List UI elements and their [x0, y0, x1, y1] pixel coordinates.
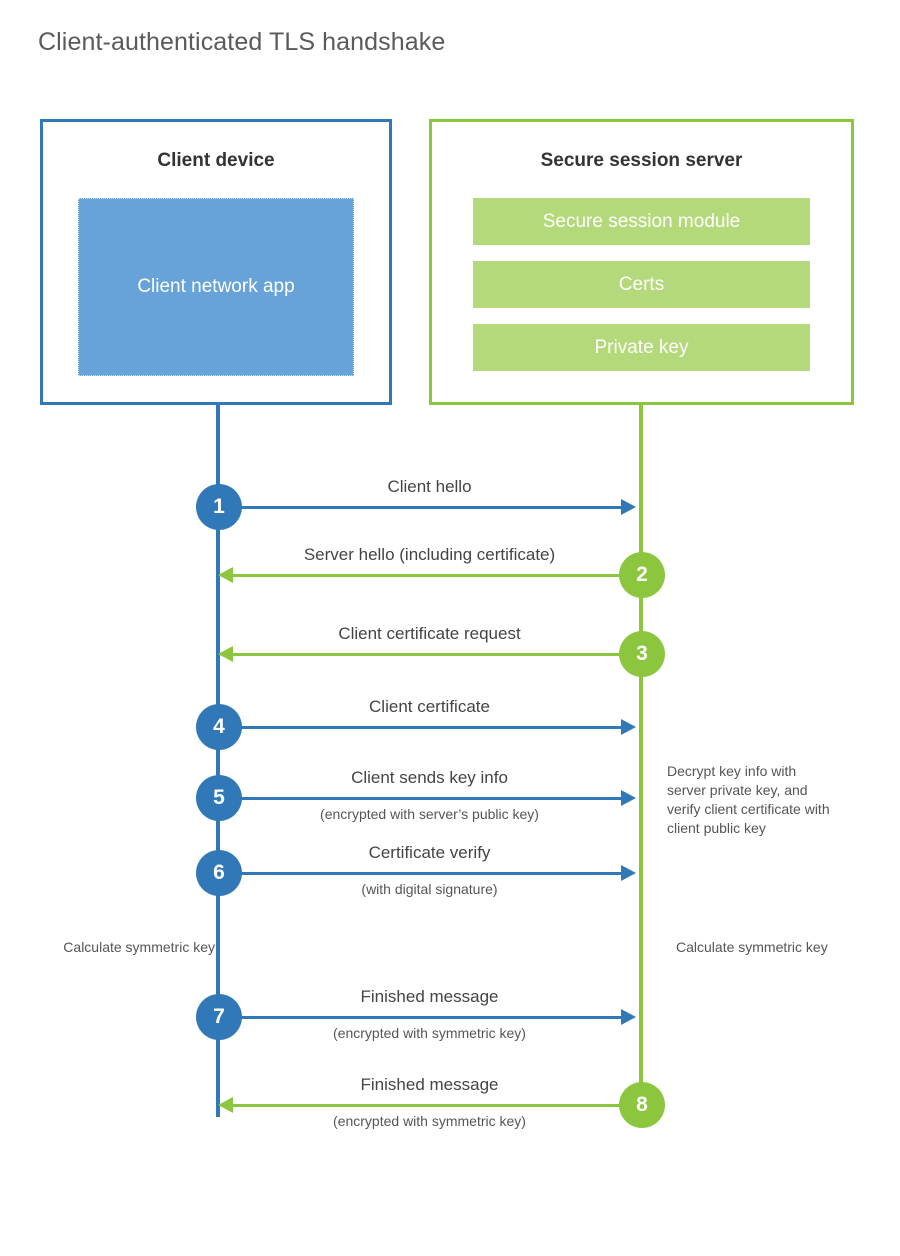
server-calculate-symmetric-key-annotation: Calculate symmetric key [676, 939, 828, 955]
message-line-2 [233, 574, 641, 577]
message-sublabel-5: (encrypted with server’s public key) [320, 806, 539, 822]
step-circle-5[interactable]: 5 [196, 775, 242, 821]
step-circle-8[interactable]: 8 [619, 1082, 665, 1128]
client-calculate-symmetric-key-annotation: Calculate symmetric key [63, 939, 215, 955]
message-label-3: Client certificate request [338, 624, 521, 643]
message-label-5: Client sends key info [351, 768, 508, 787]
arrowhead-right-icon [621, 499, 636, 515]
arrowhead-right-icon [621, 865, 636, 881]
client-device-title: Client device [157, 150, 275, 171]
step-circle-7[interactable]: 7 [196, 994, 242, 1040]
message-label-2: Server hello (including certificate) [303, 545, 556, 564]
server-decrypt-annotation: Decrypt key info with server private key… [667, 763, 830, 836]
message-label-8: Finished message [360, 1075, 499, 1094]
step-circle-2[interactable]: 2 [619, 552, 665, 598]
step-circle-1[interactable]: 1 [196, 484, 242, 530]
message-sublabel-7: (encrypted with symmetric key) [333, 1025, 526, 1041]
message-sublabel-8: (encrypted with symmetric key) [333, 1113, 526, 1129]
step-circle-3[interactable]: 3 [619, 631, 665, 677]
message-label-1: Client hello [387, 477, 472, 496]
secure-session-server-title: Secure session server [540, 150, 743, 171]
message-label-4: Client certificate [369, 697, 490, 716]
arrowhead-left-icon [218, 1097, 233, 1113]
message-line-7 [218, 1016, 621, 1019]
arrowhead-left-icon [218, 646, 233, 662]
client-device-box: Client device Client network app [40, 119, 392, 405]
step-circle-4[interactable]: 4 [196, 704, 242, 750]
message-sublabel-6: (with digital signature) [361, 881, 498, 897]
message-line-5 [218, 797, 621, 800]
message-line-3 [233, 653, 641, 656]
message-line-1 [218, 506, 621, 509]
secure-session-server-box: Secure session server Secure session mod… [429, 119, 854, 405]
client-network-app-block: Client network app [78, 198, 354, 376]
message-label-7: Finished message [360, 987, 499, 1006]
step-circle-6[interactable]: 6 [196, 850, 242, 896]
arrowhead-right-icon [621, 719, 636, 735]
arrowhead-left-icon [218, 567, 233, 583]
server-module-secure-session-module: Secure session module [473, 198, 810, 245]
message-line-4 [218, 726, 621, 729]
page-title: Client-authenticated TLS handshake [38, 28, 446, 56]
client-lifeline [216, 405, 220, 1117]
message-line-6 [218, 872, 621, 875]
server-lifeline [639, 405, 643, 1105]
arrowhead-right-icon [621, 1009, 636, 1025]
message-label-6: Certificate verify [368, 843, 491, 862]
server-module-private-key: Private key [473, 324, 810, 371]
arrowhead-right-icon [621, 790, 636, 806]
server-module-certs: Certs [473, 261, 810, 308]
message-line-8 [233, 1104, 641, 1107]
